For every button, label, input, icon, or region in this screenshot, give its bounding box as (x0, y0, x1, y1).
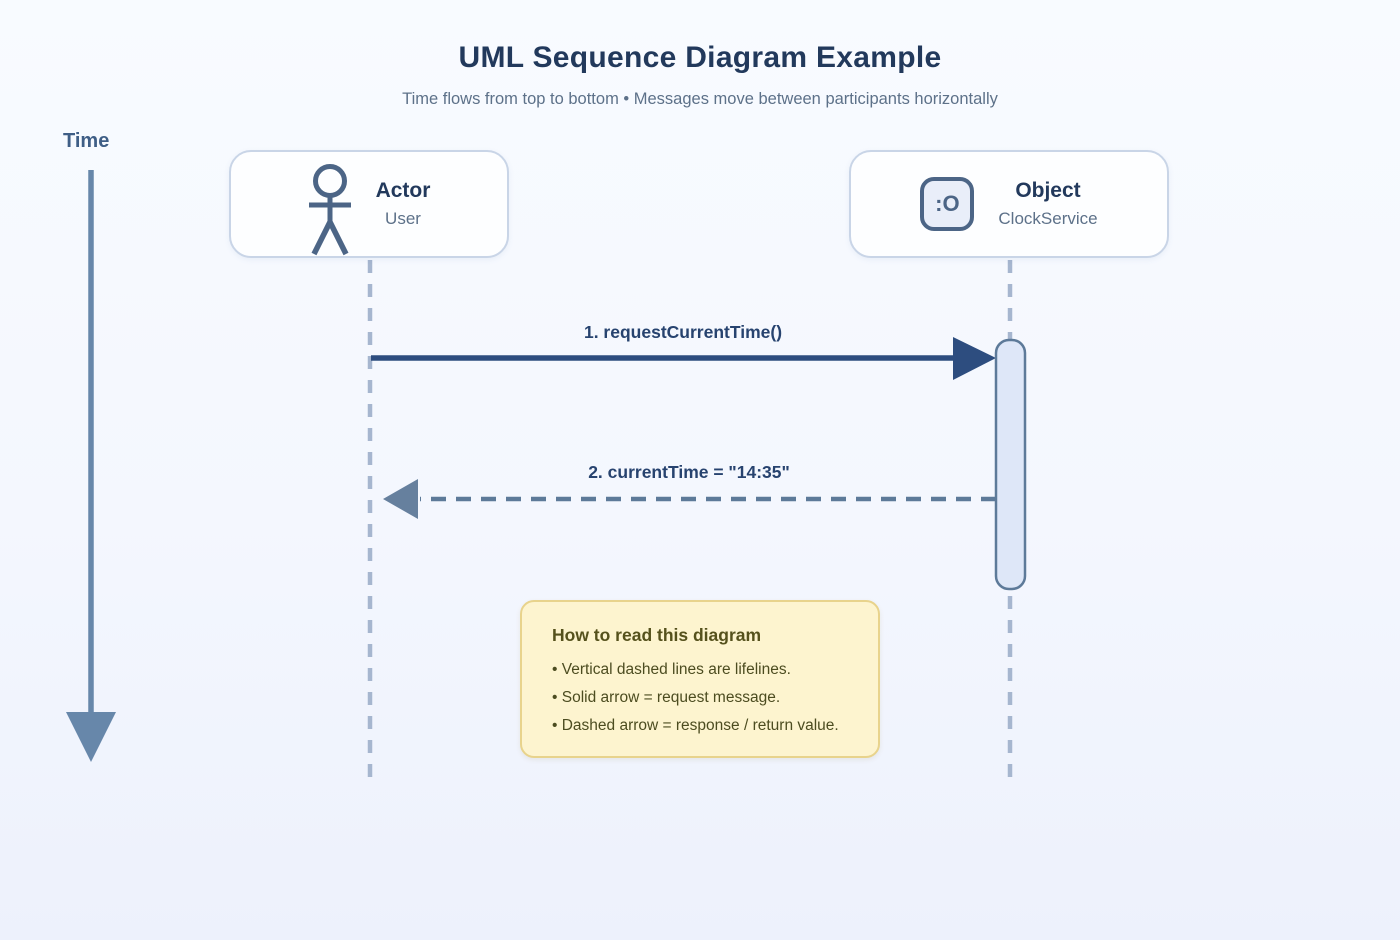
page-title: UML Sequence Diagram Example (458, 41, 942, 74)
actor-stick-figure-icon (308, 164, 352, 258)
note-title: How to read this diagram (552, 625, 762, 645)
object-instance-icon: :O (920, 177, 975, 231)
note-bullet-dashed-arrow: • Dashed arrow = response / return value… (552, 717, 839, 734)
participant-name-actor: User (385, 209, 421, 228)
time-axis-label: Time (63, 130, 110, 152)
message-2-label: 2. currentTime = "14:35" (588, 462, 790, 482)
message-1-label: 1. requestCurrentTime() (583, 322, 783, 342)
page-subtitle: Time flows from top to bottom • Messages… (402, 90, 998, 108)
object-icon-label: :O (935, 191, 960, 216)
note-box: How to read this diagram • Vertical dash… (520, 600, 880, 758)
participant-name-object: ClockService (998, 209, 1098, 228)
message-2-arrowhead-icon (383, 479, 418, 519)
participant-role-actor: Actor (375, 179, 431, 202)
message-1-arrowhead-icon (953, 337, 996, 380)
participant-box-object: :O Object ClockService (849, 150, 1169, 258)
participant-box-actor: Actor User (229, 150, 509, 258)
note-bullet-solid-arrow: • Solid arrow = request message. (552, 689, 781, 706)
time-axis-arrowhead-icon (66, 712, 116, 762)
note-bullet-lifelines: • Vertical dashed lines are lifelines. (552, 661, 791, 678)
activation-bar (994, 338, 1027, 591)
participant-role-object: Object (1015, 179, 1081, 202)
